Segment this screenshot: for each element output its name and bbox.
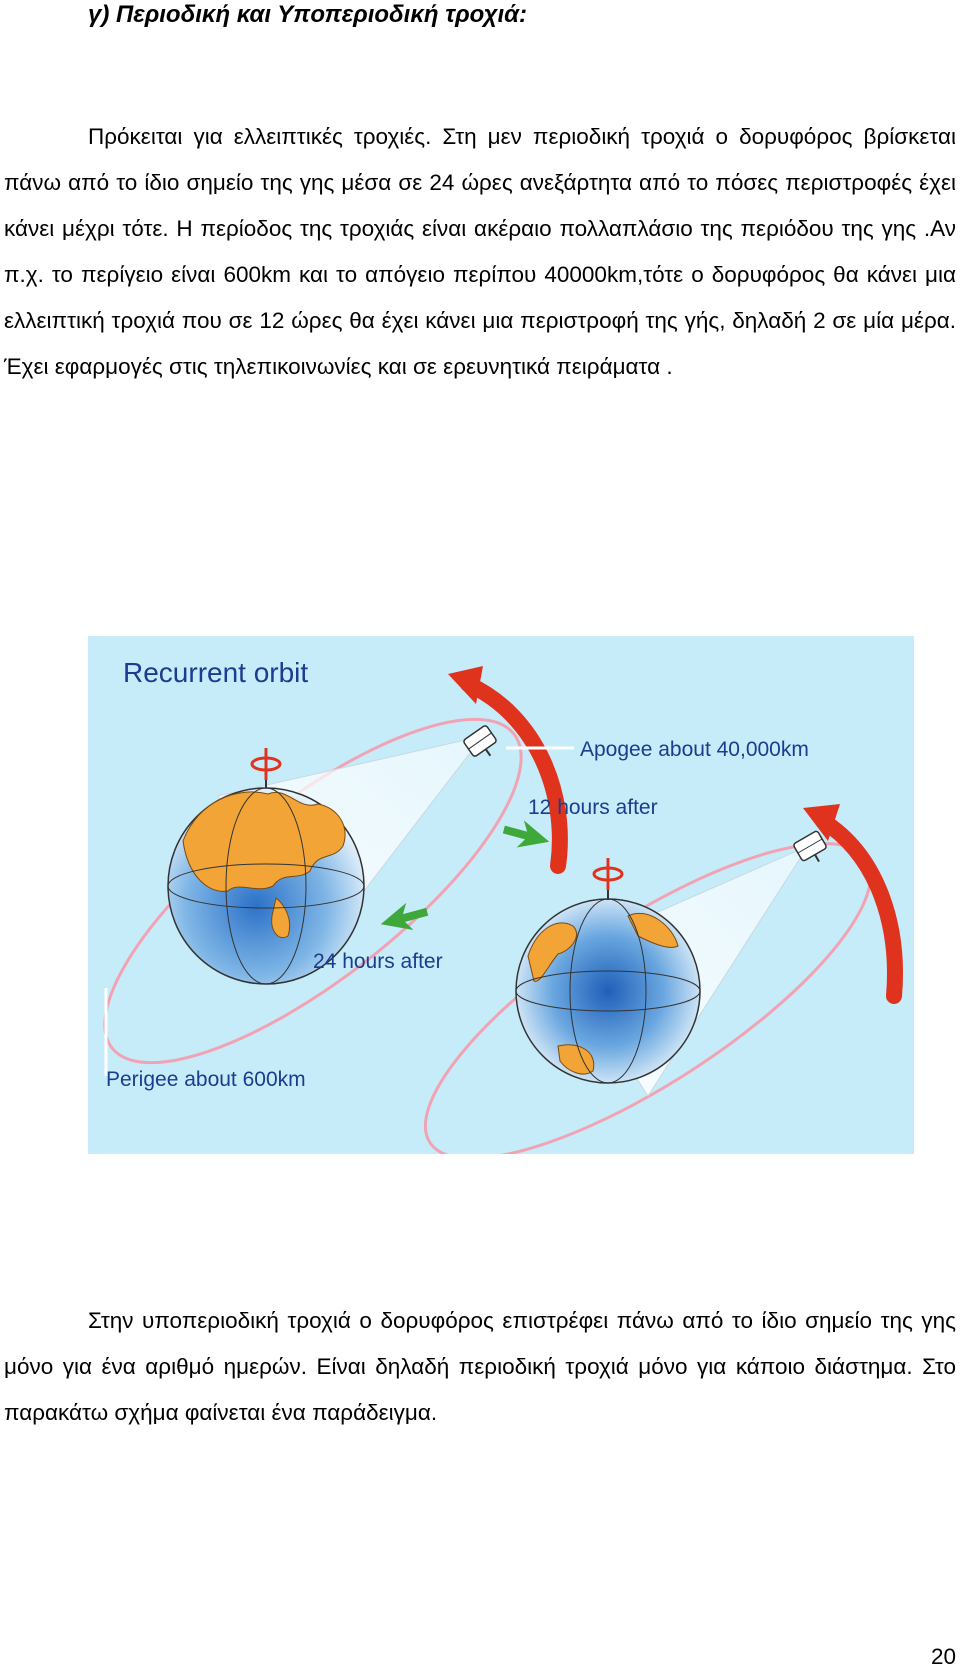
perigee-label: Perigee about 600km — [106, 1068, 306, 1091]
hours-24-label: 24 hours after — [313, 950, 443, 973]
page-number: 20 — [930, 1644, 956, 1669]
hours-12-label: 12 hours after — [528, 796, 658, 819]
paragraph-periodic-orbit: Πρόκειται για ελλειπτικές τροχιές. Στη μ… — [4, 124, 956, 379]
red-arrow-upper — [460, 676, 568, 874]
earth-globe-left — [167, 748, 365, 985]
green-arrow-24h — [380, 902, 429, 930]
earth-globe-right — [515, 858, 701, 1084]
red-arrow-lower — [815, 813, 903, 1004]
recurrent-orbit-figure: Recurrent orbit Apogee about 40,000km 12… — [88, 636, 914, 1154]
section-heading: γ) Περιοδική και Υποπεριοδική τροχιά: — [88, 1, 527, 28]
red-arrow-lower-head — [803, 804, 840, 841]
paragraph-subperiodic-orbit: Στην υποπεριοδική τροχιά ο δορυφόρος επι… — [4, 1308, 956, 1425]
satellite-icon-right — [793, 830, 827, 863]
figure-title: Recurrent orbit — [123, 657, 308, 688]
green-arrow-12h — [502, 820, 550, 848]
red-arrow-upper-head — [448, 666, 483, 704]
satellite-icon-left — [463, 725, 497, 757]
apogee-label: Apogee about 40,000km — [580, 738, 809, 761]
